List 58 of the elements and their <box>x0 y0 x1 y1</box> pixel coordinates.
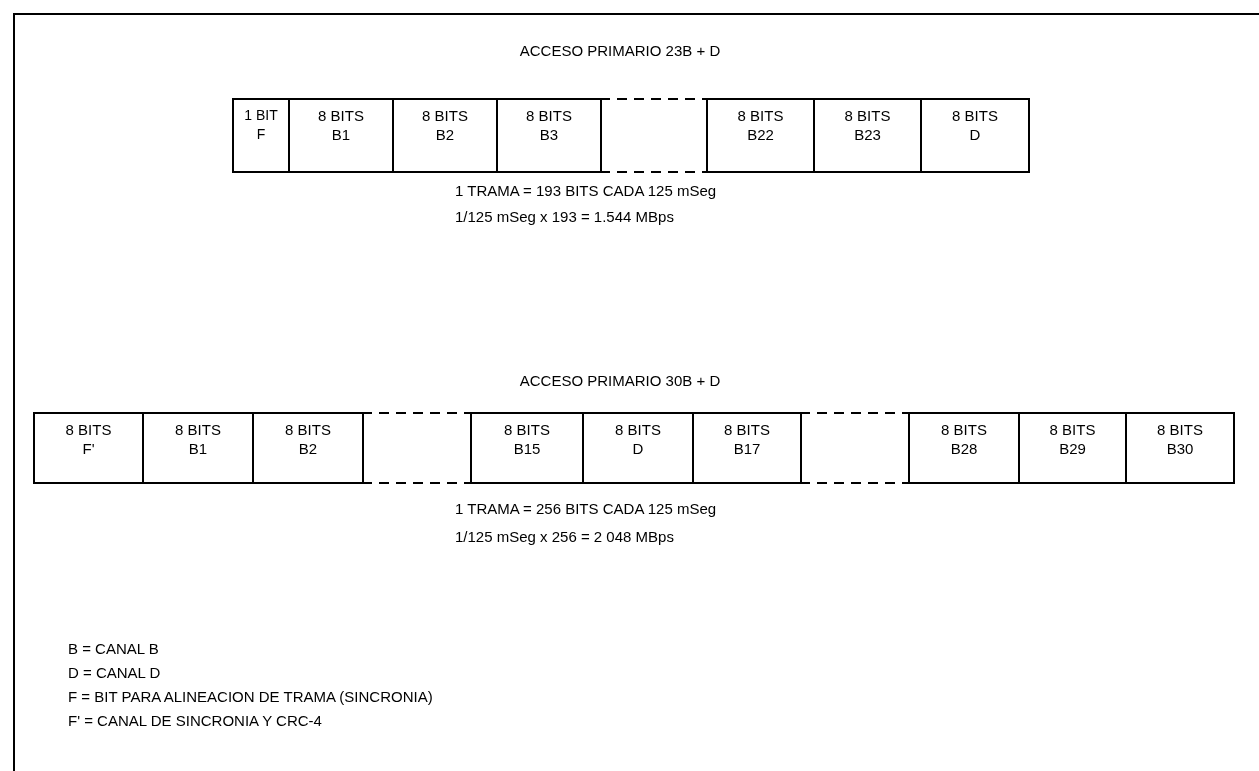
bit-count: 8 BITS <box>285 420 331 439</box>
formula-text: 1 TRAMA = 193 BITS CADA 125 mSeg <box>455 182 717 199</box>
bit-count: 1 BIT <box>244 106 278 125</box>
channel-name: B3 <box>539 125 559 144</box>
bit-count: 8 BITS <box>65 420 112 439</box>
bit-count: 8 BITS <box>526 106 572 125</box>
legend-note: F' = CANAL DE SINCRONIA Y CRC-4 <box>68 712 322 729</box>
channel-name: F <box>256 125 266 144</box>
channel-name: B23 <box>854 125 881 144</box>
legend-note: B = CANAL B <box>68 640 159 657</box>
frame-slot <box>706 98 815 173</box>
bit-count: 8 BITS <box>737 106 784 125</box>
formula-text: 1/125 mSeg x 256 = 2 048 MBps <box>455 528 674 545</box>
frame-slot <box>470 412 584 484</box>
formula-text: 1/125 mSeg x 193 = 1.544 MBps <box>455 208 674 225</box>
channel-name: B2 <box>435 125 455 144</box>
channel-name: B29 <box>1059 439 1086 458</box>
frame-slot <box>496 98 602 173</box>
frame-slot <box>920 98 1030 173</box>
frame-title: ACCESO PRIMARIO 30B + D <box>519 372 721 389</box>
channel-name: B17 <box>733 439 761 458</box>
legend-note: F = BIT PARA ALINEACION DE TRAMA (SINCRONIA) <box>68 688 433 705</box>
channel-name: F' <box>82 439 95 458</box>
channel-name: B22 <box>747 125 774 144</box>
bit-count: 8 BITS <box>615 420 661 439</box>
bit-count: 8 BITS <box>175 420 221 439</box>
bit-count: 8 BITS <box>1049 420 1096 439</box>
channel-name: B15 <box>513 439 541 458</box>
frame-slot <box>288 98 394 173</box>
frame-slot <box>33 412 144 484</box>
formula-text: 1 TRAMA = 256 BITS CADA 125 mSeg <box>455 500 717 517</box>
channel-name: B1 <box>188 439 208 458</box>
frame-slot <box>142 412 254 484</box>
channel-name: D <box>632 439 644 458</box>
bit-count: 8 BITS <box>1157 420 1203 439</box>
bit-count: 8 BITS <box>952 106 998 125</box>
channel-name: B30 <box>1166 439 1194 458</box>
bit-count: 8 BITS <box>422 106 468 125</box>
frame-slot <box>908 412 1020 484</box>
channel-name: B1 <box>331 125 351 144</box>
channel-name: B2 <box>298 439 318 458</box>
bit-count: 8 BITS <box>941 420 987 439</box>
bit-count: 8 BITS <box>724 420 770 439</box>
frame-title: ACCESO PRIMARIO 23B + D <box>519 42 721 59</box>
frame-slot <box>1018 412 1127 484</box>
bit-count: 8 BITS <box>504 420 550 439</box>
frame-slot <box>813 98 922 173</box>
frame-slot <box>582 412 694 484</box>
frame-slot <box>392 98 498 173</box>
bit-count: 8 BITS <box>844 106 891 125</box>
channel-name: D <box>969 125 981 144</box>
frame-slot <box>232 98 290 173</box>
frame-slot <box>1125 412 1235 484</box>
frame-slot <box>692 412 802 484</box>
frame-slot <box>252 412 364 484</box>
legend-note: D = CANAL D <box>68 664 161 681</box>
channel-name: B28 <box>950 439 978 458</box>
bit-count: 8 BITS <box>318 106 364 125</box>
